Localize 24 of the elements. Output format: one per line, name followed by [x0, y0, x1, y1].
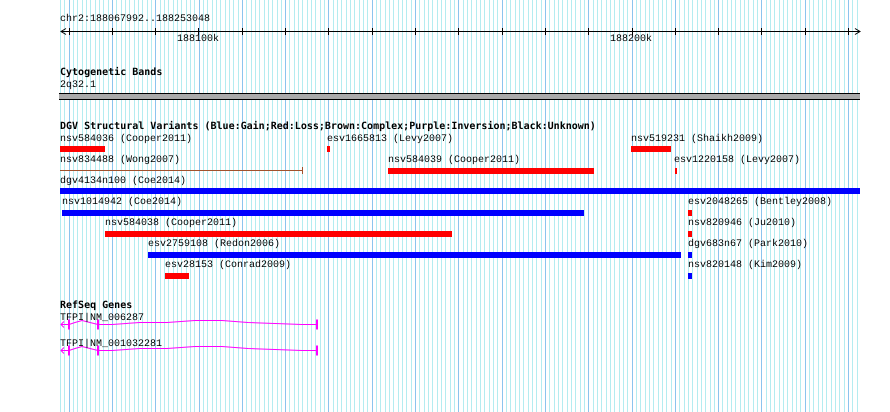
gene-label: TFPI|NM_006287 [60, 313, 144, 324]
variant-label: esv2048265 (Bentley2008) [688, 197, 832, 208]
coordinate-range-label: chr2:188067992..188253048 [60, 14, 210, 25]
variant-label: nsv519231 (Shaikh2009) [631, 134, 764, 145]
axis-tick-label: 188100k [177, 34, 220, 45]
variant-label: esv1665813 (Levy2007) [327, 134, 454, 145]
variant-label: nsv834488 (Wong2007) [60, 155, 180, 166]
gene-label: TFPI|NM_001032281 [60, 339, 162, 350]
variant-label: nsv820148 (Kim2009) [688, 260, 802, 271]
variant-label: nsv584039 (Cooper2011) [388, 155, 520, 166]
variant-label: esv1220158 (Levy2007) [674, 155, 800, 166]
track-title: RefSeq Genes [60, 300, 132, 311]
axis-tick-label: 188200k [610, 34, 652, 45]
variant-label: dgv683n67 (Park2010) [688, 239, 808, 250]
variant-label: nsv584036 (Cooper2011) [60, 134, 192, 145]
band-label: 2q32.1 [60, 80, 96, 91]
variant-label: nsv820946 (Ju2010) [688, 218, 796, 229]
variant-label: nsv1014942 (Coe2014) [62, 197, 182, 208]
variant-label: esv28153 (Conrad2009) [165, 260, 292, 271]
variant-label: dgv4134n100 (Coe2014) [60, 176, 186, 187]
variant-label: nsv584038 (Cooper2011) [105, 218, 238, 229]
track-title: Cytogenetic Bands [60, 67, 162, 78]
variant-label: esv2759108 (Redon2006) [148, 239, 280, 250]
track-title: DGV Structural Variants (Blue:Gain;Red:Loss;Brown:Complex;Purple:Inversion;Black:Unknown) [60, 121, 596, 132]
